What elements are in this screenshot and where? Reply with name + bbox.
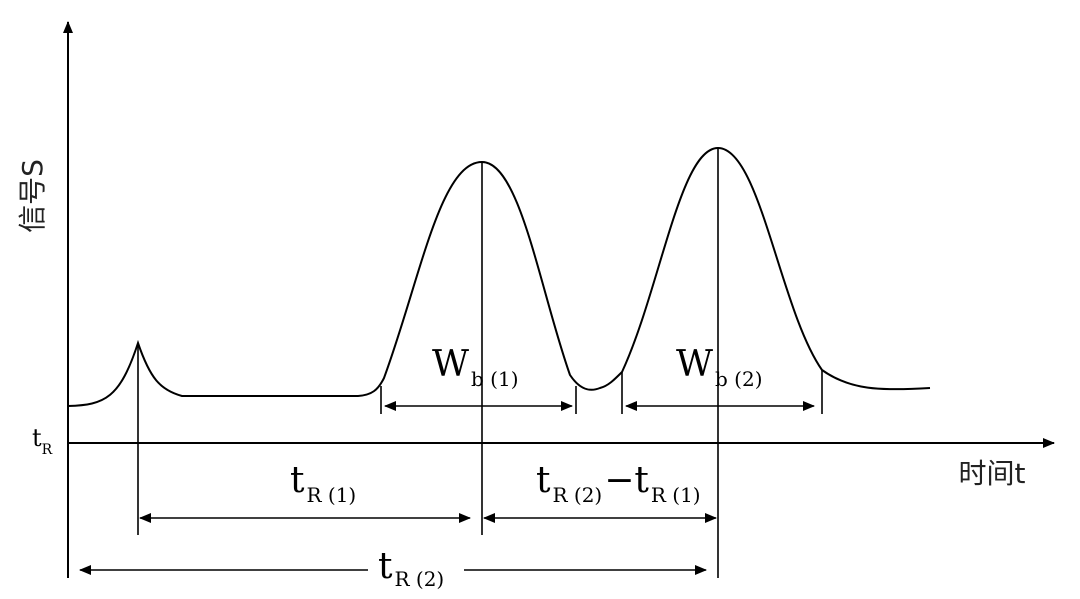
y-axis-label: 信号S [16, 159, 49, 233]
x-axis-label: 时间t [959, 457, 1026, 490]
signal-curve [67, 146, 931, 407]
origin-label: tR [32, 424, 53, 458]
